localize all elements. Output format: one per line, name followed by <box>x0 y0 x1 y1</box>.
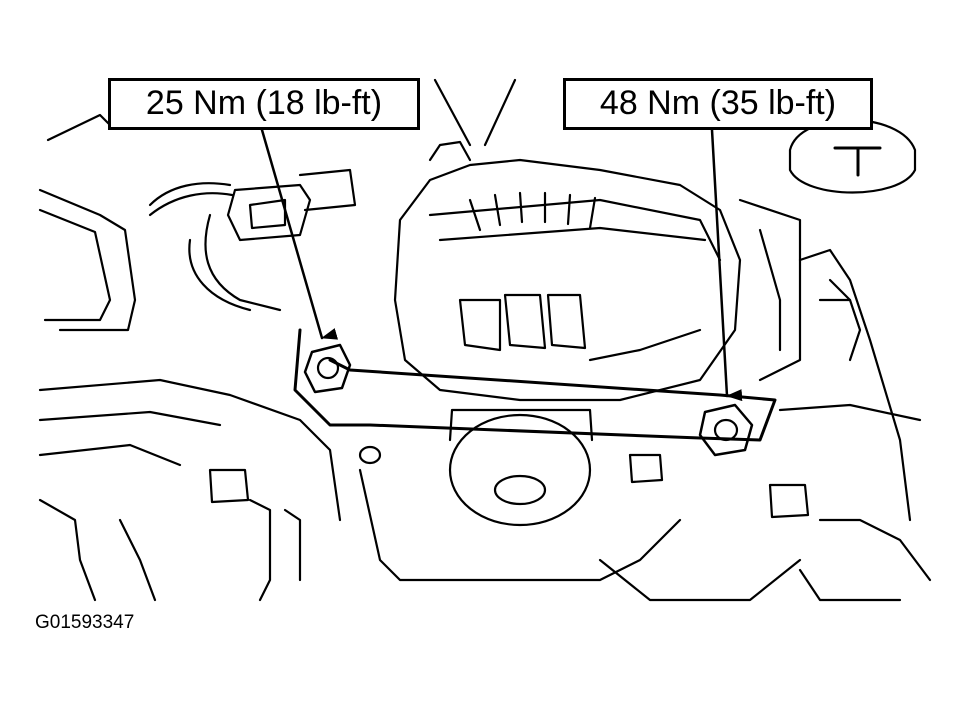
left-bracket-outline <box>38 188 137 332</box>
connector-block <box>226 183 312 242</box>
right-edge-line <box>798 248 912 522</box>
bolt-head-small <box>358 445 382 465</box>
lower-cover <box>358 468 682 582</box>
block-edge-left-3 <box>38 443 182 467</box>
block-curve-left <box>38 498 97 602</box>
connector-face <box>248 198 287 230</box>
right-bracket-inner <box>758 228 782 352</box>
block-curve-left-2 <box>118 518 157 602</box>
hood-line-2 <box>483 78 517 147</box>
right-plate-edge <box>778 403 922 422</box>
torque-callout-right: 48 Nm (35 lb-ft) <box>563 78 873 130</box>
leader-arrow-right <box>710 128 743 402</box>
alternator-vent-3 <box>546 293 587 350</box>
right-clip-tab <box>828 278 852 302</box>
cap-symbol-icon <box>833 146 882 177</box>
bracket-bolt-right-face <box>713 418 739 442</box>
bracket-bolt-right <box>698 403 754 457</box>
pulley-belt-edge <box>448 408 594 442</box>
reservoir-cap <box>788 118 917 194</box>
torque-callout-left: 25 Nm (18 lb-ft) <box>108 78 420 130</box>
bolt-lower-right <box>768 483 810 519</box>
wire-harness-left-2 <box>188 238 252 312</box>
bracket-bolt-left <box>303 343 352 394</box>
right-bracket <box>738 198 802 382</box>
lower-rod <box>248 498 272 602</box>
alternator-vent-2 <box>503 293 547 350</box>
bolt-lower-mid <box>628 453 664 484</box>
left-bracket-inner <box>38 208 112 322</box>
fender-edge-line <box>46 113 112 142</box>
alternator-top-tab <box>428 140 472 162</box>
pulley-outer <box>448 413 592 527</box>
right-lower-curve <box>818 518 932 582</box>
block-edge-left <box>38 378 342 522</box>
alternator-cooling-fins <box>468 191 597 232</box>
block-edge-left-2 <box>38 410 222 427</box>
lower-rod-2 <box>283 508 302 582</box>
connector-clip <box>298 168 357 212</box>
hose-upper-left <box>148 182 232 207</box>
alternator-housing <box>393 158 742 402</box>
hose-upper-left-inner <box>148 192 234 217</box>
hood-line-1 <box>433 78 472 147</box>
lower-cover-right <box>598 558 802 602</box>
right-clip <box>818 298 862 362</box>
leader-arrow-left <box>260 128 339 340</box>
bolt-lower-left <box>208 468 250 504</box>
right-lower-curve-2 <box>798 568 902 602</box>
bracket-bolt-left-face <box>316 356 340 380</box>
figure-identifier: G01593347 <box>35 612 135 633</box>
alternator-band <box>438 226 707 242</box>
alternator-upper-edge <box>428 198 722 262</box>
alternator-vent-1 <box>458 298 502 352</box>
alternator-lower-edge <box>588 328 702 362</box>
pulley-hub <box>493 474 547 506</box>
wire-harness-left <box>204 213 282 312</box>
